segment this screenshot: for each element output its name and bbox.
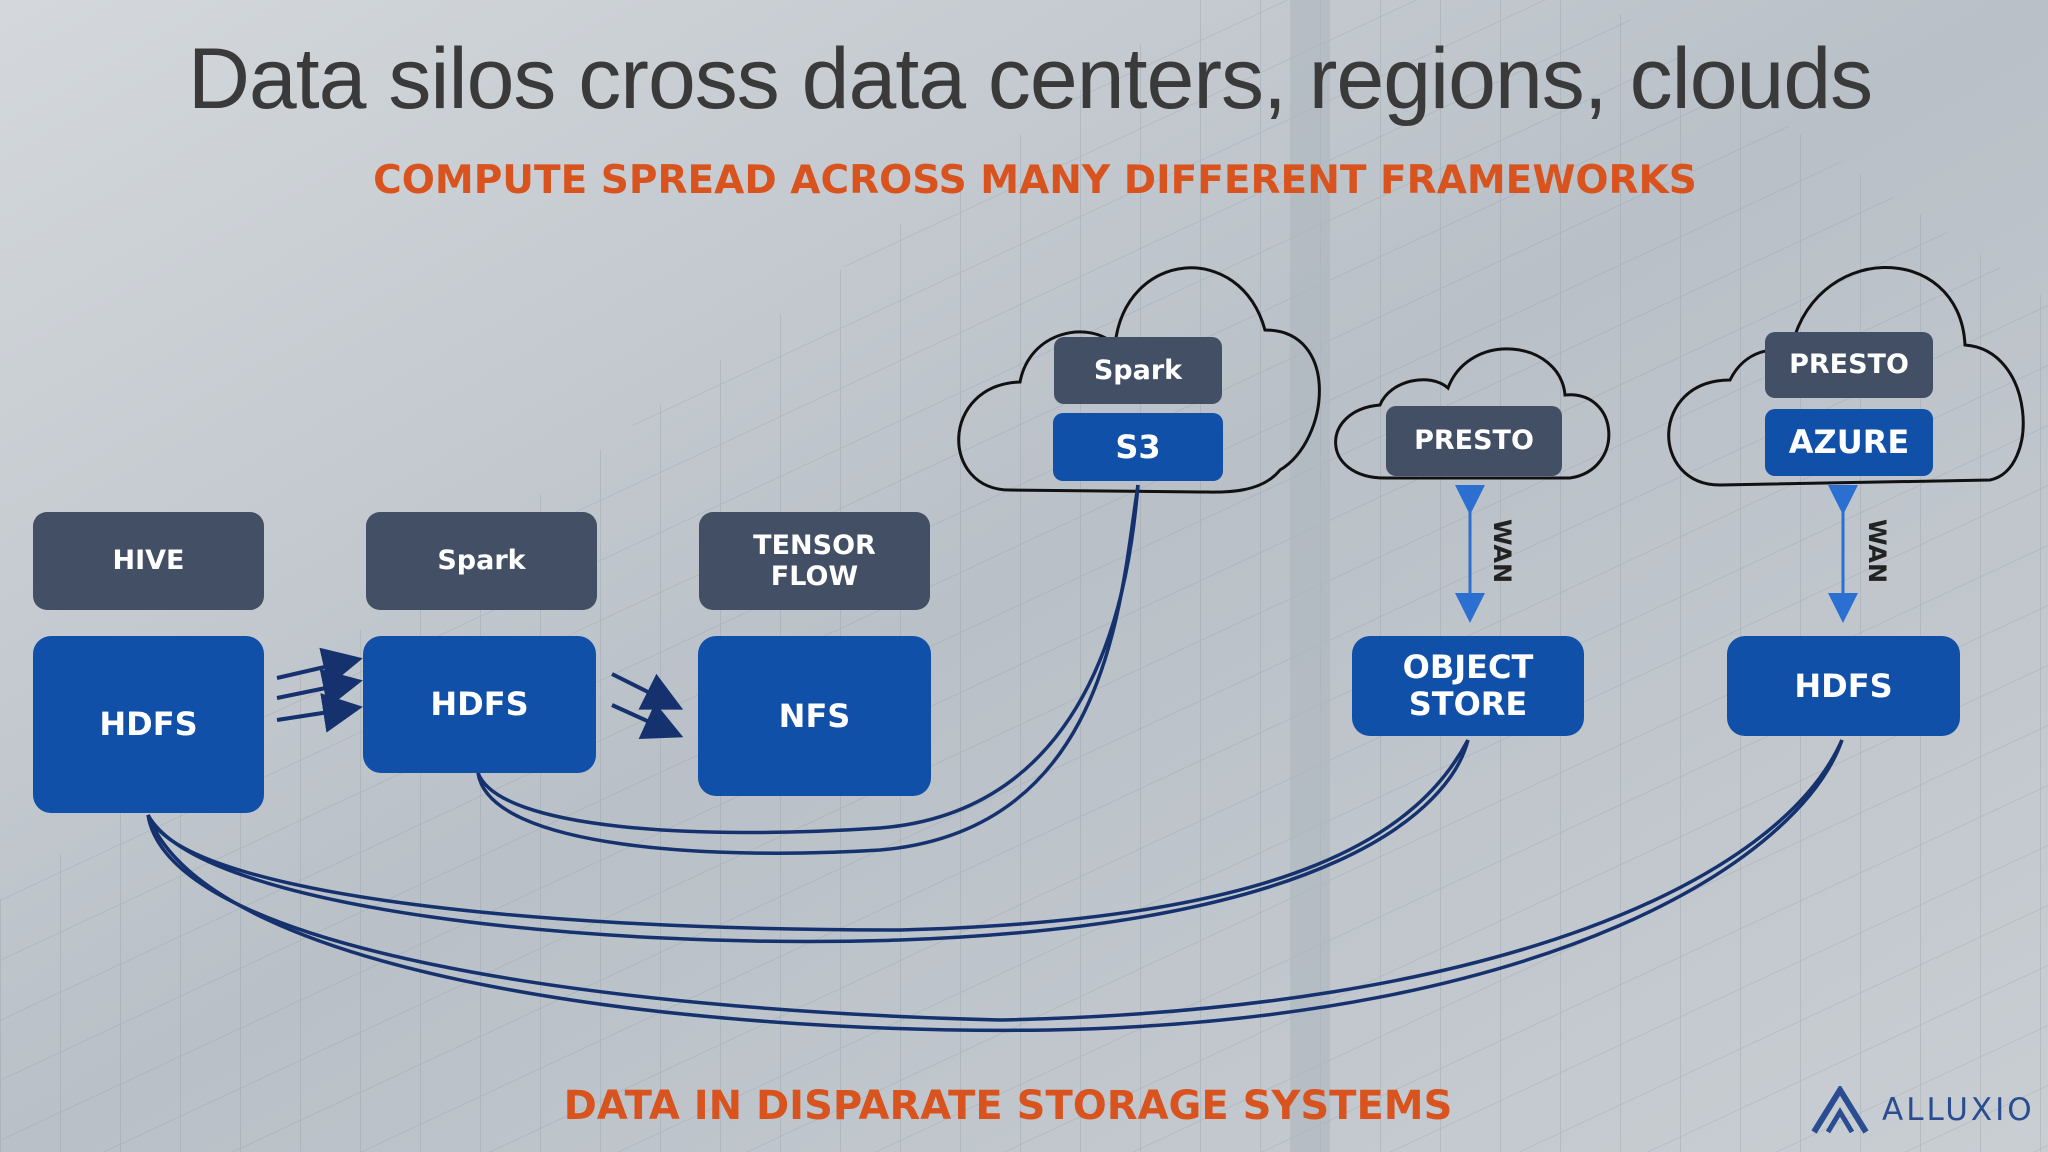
hdfs-node-2: HDFS [363, 636, 596, 773]
cloud-s3 [957, 266, 1321, 494]
slide-title: Data silos cross data centers, regions, … [187, 31, 1873, 127]
presto-node-2: PRESTO [1765, 332, 1933, 398]
object-store-node: OBJECT STORE [1352, 636, 1584, 736]
presto-node-1: PRESTO [1386, 406, 1562, 476]
wan-label-1: WAN [1488, 518, 1516, 584]
hdfs-node-3: HDFS [1727, 636, 1960, 736]
cloud-presto [1334, 347, 1611, 480]
alluxio-logo: ALLUXIO [1810, 1086, 2035, 1134]
slide-footer: DATA IN DISPARATE STORAGE SYSTEMS [563, 1083, 1453, 1129]
s3-node: S3 [1053, 413, 1223, 481]
alluxio-logo-text: ALLUXIO [1882, 1092, 2035, 1128]
cloud-azure [1667, 266, 2025, 487]
hive-node: HIVE [33, 512, 264, 610]
nfs-node: NFS [698, 636, 931, 796]
slide-subtitle: COMPUTE SPREAD ACROSS MANY DIFFERENT FRA… [373, 158, 1697, 203]
tensorflow-node: TENSOR FLOW [699, 512, 930, 610]
azure-node: AZURE [1765, 409, 1933, 476]
hdfs-node-1: HDFS [33, 636, 264, 813]
spark-node: Spark [366, 512, 597, 610]
spark-cloud-node: Spark [1054, 337, 1222, 404]
wan-label-2: WAN [1863, 518, 1891, 584]
alluxio-logo-icon [1811, 1086, 1869, 1134]
